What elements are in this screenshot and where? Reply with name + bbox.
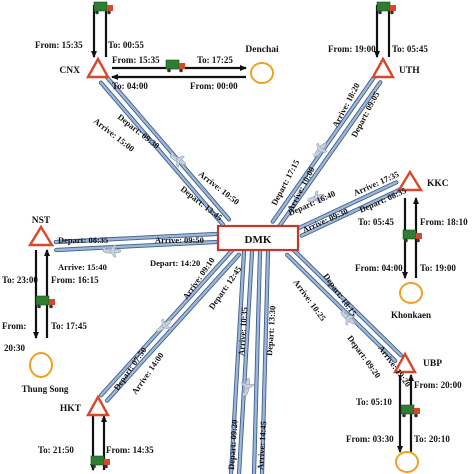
airplane-icon-kkc <box>306 190 325 204</box>
hkt-truck-from: From: 14:35 <box>106 445 154 455</box>
cnx-truck-to: To: 00:55 <box>108 40 144 50</box>
kkc-truck-to: To: 05:45 <box>358 217 394 227</box>
ubp-town-to: To: 20:10 <box>414 434 450 444</box>
denchai-to: To: 17:25 <box>197 55 233 65</box>
route-uth-line-2 <box>277 80 383 229</box>
khonkaen-to: To: 19:00 <box>420 263 456 273</box>
route-ubp-line-1 <box>290 247 403 358</box>
cnx-label: CNX <box>59 66 80 76</box>
nst-hub-arrive: Arrive: 09:50 <box>155 235 204 245</box>
uth-airport-triangle <box>370 56 396 79</box>
nst-depart: Depart: 08:35 <box>58 235 108 245</box>
khonkaen-label: Khonkaen <box>391 310 431 320</box>
truck-icon-nst <box>35 295 55 309</box>
route-south-b-line-2 <box>259 250 271 474</box>
south-flight-1: Arrive: 10:35 <box>236 307 249 356</box>
kkc-truck-from: From: 18:10 <box>420 217 468 227</box>
denchai-circle <box>250 62 274 84</box>
hkt-airport-triangle <box>85 394 111 417</box>
south-flight-3: Depart: 09:20 <box>226 419 239 470</box>
khonkaen-circle <box>399 282 423 304</box>
ubp-depart: Depart: 09:20 <box>345 333 383 380</box>
uth-truck-to: To: 05:45 <box>392 44 428 54</box>
truck-icon-uth-top <box>376 1 396 15</box>
route-cnx-line-2 <box>104 75 232 222</box>
thung-song-to: To: 17:45 <box>51 321 87 331</box>
thung-song-from-time: 20:30 <box>4 343 25 353</box>
airplane-icon-nst <box>102 244 122 258</box>
thung-song-circle <box>29 352 53 378</box>
ubp-truck-to: To: 05:10 <box>356 397 392 407</box>
route-kkc-line-2 <box>299 187 402 238</box>
uth-label: UTH <box>399 66 420 76</box>
nst-label: NST <box>32 216 51 226</box>
truck-icon-cnx-top <box>93 1 113 15</box>
ubp-hub-arrive: Arrive: 10:25 <box>291 277 328 322</box>
truck-icon-cnx-denchai <box>165 59 185 73</box>
airplanes <box>102 142 356 397</box>
kkc-airport-triangle <box>396 169 424 192</box>
denchai-from: From: 00:00 <box>190 81 238 91</box>
nst-arrive: Arrive: 15:40 <box>58 262 107 272</box>
hub-label: DMK <box>245 234 272 246</box>
route-nst-line-1 <box>54 239 219 253</box>
ubp-label: UBP <box>423 359 442 369</box>
nst-hub-depart: Depart: 14:20 <box>150 258 200 268</box>
nst-airport-triangle <box>27 224 55 247</box>
trucks <box>35 1 422 469</box>
ubp-town-circle <box>395 451 419 473</box>
ubp-town-from: From: 03:30 <box>346 434 394 444</box>
ubp-truck-from: From: 20:00 <box>414 380 462 390</box>
route-hkt-line-1 <box>104 252 242 403</box>
route-ubp-line-2 <box>285 252 398 363</box>
hub-box <box>216 224 300 252</box>
airplane-icon-south <box>241 377 254 397</box>
thung-song-from: From: <box>2 321 26 331</box>
flight-routes <box>53 75 403 474</box>
khonkaen-from: From: 04:00 <box>355 263 403 273</box>
cnx-denchai-to: To: 04:00 <box>112 81 148 91</box>
nst-truck-to: To: 23:00 <box>2 275 38 285</box>
truck-icon-hkt <box>90 455 110 469</box>
south-flight-4: Arrive: 14:45 <box>255 421 268 470</box>
thung-song-label: Thung Song <box>22 384 69 394</box>
route-south-b-line-1 <box>251 249 263 474</box>
nst-truck-from: From: 16:15 <box>51 275 99 285</box>
route-south-a-line-1 <box>228 249 247 474</box>
uth-truck-from: From: 19:00 <box>328 44 376 54</box>
cnx-denchai-from: From: 15:35 <box>112 55 160 65</box>
airplane-icon-hkt <box>155 318 172 333</box>
route-kkc-line-1 <box>296 180 399 231</box>
truck-icon-ubp <box>400 404 420 418</box>
airplane-icon-ubp <box>340 309 356 326</box>
south-flight-2: Depart: 13:30 <box>264 305 277 356</box>
hkt-label: HKT <box>60 404 82 414</box>
cnx-truck-from: From: 15:35 <box>35 40 83 50</box>
truck-connectors <box>33 4 419 471</box>
truck-icon-kkc <box>402 229 422 243</box>
route-nst-line-2 <box>53 231 218 245</box>
cnx-airport-triangle <box>85 56 111 79</box>
route-cnx-line-1 <box>98 80 226 227</box>
airplane-icon-cnx <box>169 152 187 168</box>
route-south-a-line-2 <box>236 250 255 474</box>
kkc-hub-arrive: Arrive: 09:30 <box>301 206 350 235</box>
airplane-icon-uth <box>311 142 328 158</box>
hkt-truck-to: To: 21:50 <box>38 445 74 455</box>
ubp-airport-triangle <box>392 351 418 374</box>
denchai-label: Denchai <box>245 45 279 55</box>
kkc-label: KKC <box>427 179 449 189</box>
